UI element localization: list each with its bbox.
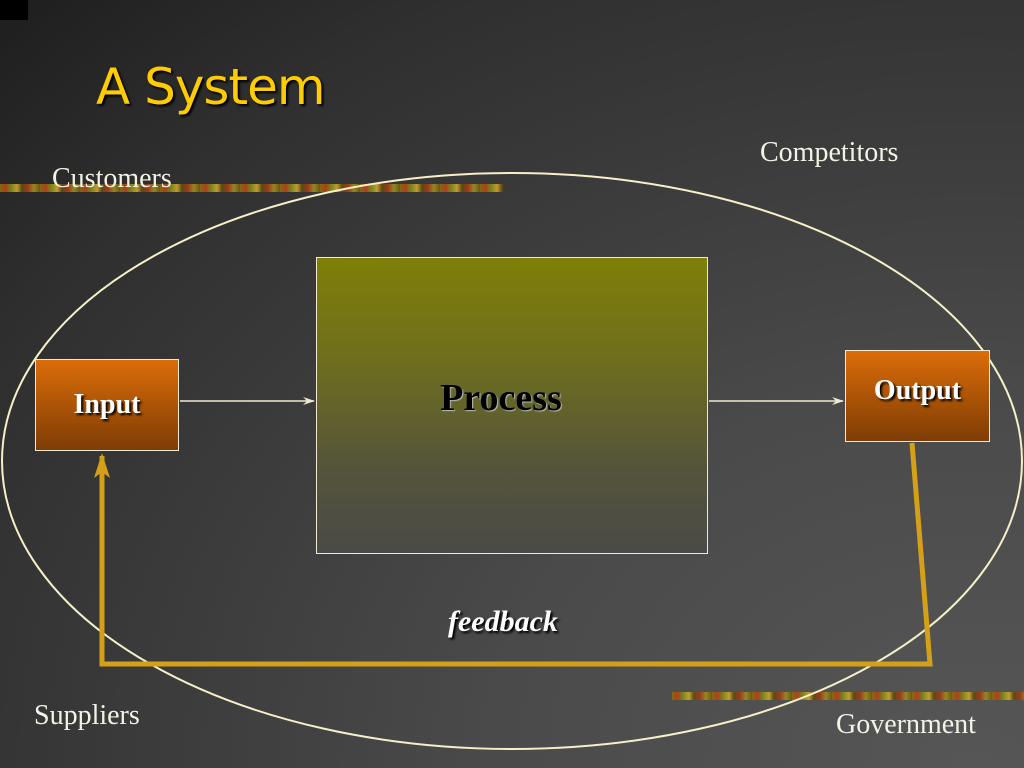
feedback-arrowhead xyxy=(94,453,110,478)
suppliers-label: Suppliers xyxy=(34,700,140,731)
process-box: Process xyxy=(316,257,708,554)
government-label: Government xyxy=(836,709,976,740)
decorative-stripe-bottom xyxy=(672,692,1024,700)
output-label: Output xyxy=(873,375,962,406)
slide-title: A System xyxy=(96,58,326,116)
customers-label: Customers xyxy=(52,163,172,194)
output-box: Output xyxy=(845,350,990,442)
feedback-label: feedback xyxy=(448,605,558,638)
feedback-loop-arrow xyxy=(99,442,933,667)
system-boundary-ellipse xyxy=(1,172,1023,750)
input-box: Input xyxy=(35,359,179,451)
input-label: Input xyxy=(73,389,141,420)
process-label: Process xyxy=(440,377,562,419)
competitors-label: Competitors xyxy=(760,137,899,168)
corner-marker xyxy=(0,0,28,20)
decorative-stripe-top xyxy=(0,184,503,192)
